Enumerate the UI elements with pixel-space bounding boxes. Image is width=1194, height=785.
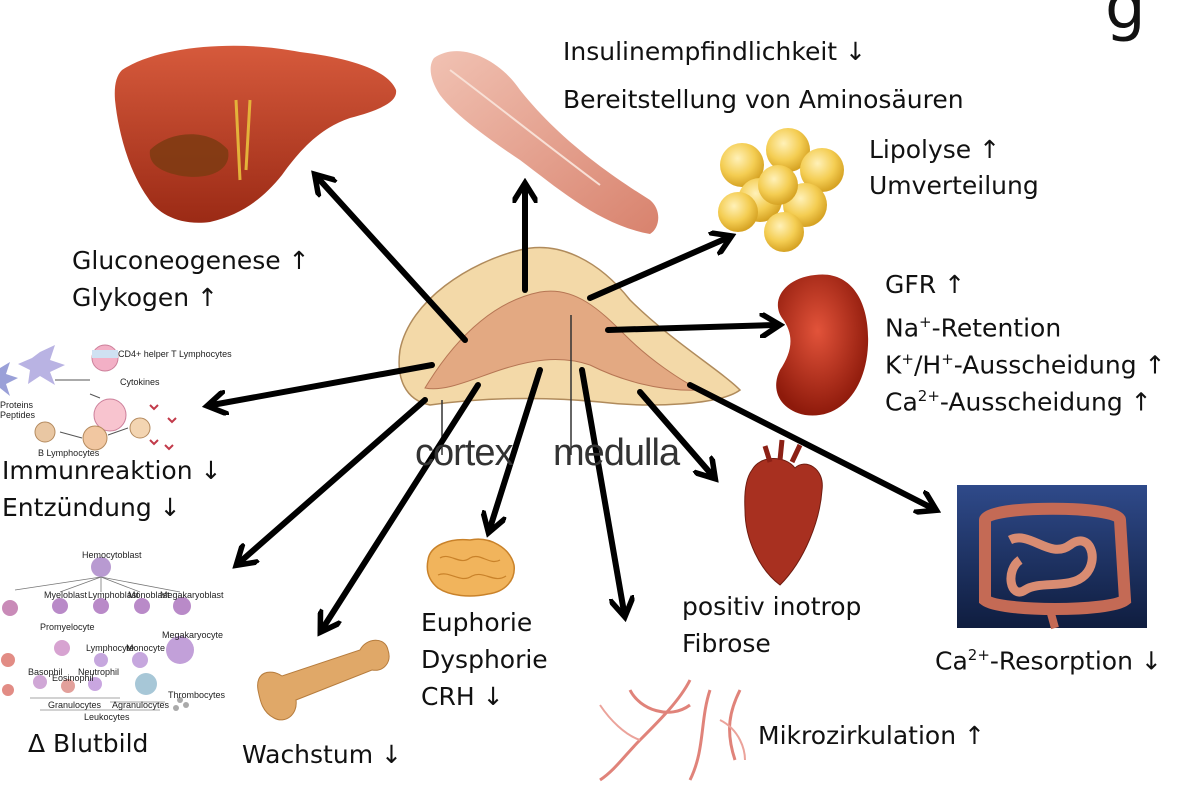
bone-icon xyxy=(257,639,390,721)
immune-text-blymph: B Lymphocytes xyxy=(38,448,100,458)
brain-icon xyxy=(426,538,515,597)
arrow-to-heart xyxy=(637,389,712,475)
bone-effect: Wachstum ↓ xyxy=(242,740,402,769)
arrow-to-vessels xyxy=(579,367,624,612)
fat-cells-icon xyxy=(718,128,844,252)
blood-text-megakaryoblast: Megakaryoblast xyxy=(160,590,224,600)
blood-text-megakaryocyte: Megakaryocyte xyxy=(162,630,224,640)
arrow-to-blood xyxy=(240,397,428,562)
arrow-to-fat xyxy=(587,238,727,301)
blood-text-thrombocytes: Thrombocytes xyxy=(168,690,226,700)
liver-icon xyxy=(114,45,397,223)
fat-effect-2: Umverteilung xyxy=(869,171,1039,200)
arrow-to-brain xyxy=(490,367,543,528)
blood-text-hemocytoblast: Hemocytoblast xyxy=(82,550,142,560)
immune-effect-1: Immunreaktion ↓ xyxy=(2,456,222,485)
brain-effect-1: Euphorie xyxy=(421,608,533,637)
heart-effect-1: positiv inotrop xyxy=(682,592,862,621)
arrow-to-bone xyxy=(323,382,481,628)
immune-diagram-icon xyxy=(0,344,177,451)
intestine-effect: Ca2+-Resorption ↓ xyxy=(935,646,1162,676)
kidney-effect-k-h: K+/H+-Ausscheidung ↑ xyxy=(885,350,1166,380)
blood-text-myeloblast: Myeloblast xyxy=(44,590,88,600)
immune-text-cytokines: Cytokines xyxy=(120,377,160,387)
blood-text-monoblast: Monoblast xyxy=(128,590,170,600)
blood-cell-diagram-icon xyxy=(1,557,194,711)
arrow-to-intestine xyxy=(687,382,932,508)
blood-text-eosinophil: Eosinophil xyxy=(52,673,94,683)
blood-text-lymphocyte: Lymphocyte xyxy=(86,643,135,653)
arrows-group xyxy=(212,178,932,628)
blood-text-agranulocytes: Agranulocytes xyxy=(112,700,170,710)
blood-text-granulocytes: Granulocytes xyxy=(48,700,102,710)
fat-effect-1: Lipolyse ↑ xyxy=(869,135,1001,164)
blood-effect: Δ Blutbild xyxy=(28,729,149,758)
blood-text-neutrophil: Neutrophil xyxy=(78,667,120,677)
kidney-icon xyxy=(776,274,869,416)
immune-text-cd4: CD4+ helper T Lymphocytes xyxy=(118,349,232,359)
microcirculation-icon xyxy=(599,679,746,782)
muscle-effect-2: Bereitstellung von Aminosäuren xyxy=(563,85,964,114)
brain-effect-3: CRH ↓ xyxy=(421,682,504,711)
liver-effect-2: Glykogen ↑ xyxy=(72,283,218,312)
intestine-icon xyxy=(957,485,1147,630)
blood-text-leukocytes: Leukocytes xyxy=(84,712,130,722)
immune-effect-2: Entzündung ↓ xyxy=(2,493,181,522)
cortex-label: cortex xyxy=(415,432,513,474)
blood-text-basophil: Basophil xyxy=(28,667,63,677)
microcirculation-effect: Mikrozirkulation ↑ xyxy=(758,721,985,750)
arrow-to-kidney xyxy=(605,325,775,330)
medulla-label: medulla xyxy=(553,432,680,474)
kidney-effect-gfr: GFR ↑ xyxy=(885,270,966,299)
blood-text-monocyte: Monocyte xyxy=(126,643,166,653)
muscle-icon xyxy=(430,51,659,234)
blood-text-promyelocyte: Promyelocyte xyxy=(40,622,95,632)
liver-effect-1: Gluconeogenese ↑ xyxy=(72,246,310,275)
arrow-to-immune xyxy=(212,362,435,405)
blood-text-lymphoblast: Lymphoblast xyxy=(88,590,139,600)
heart-icon xyxy=(744,439,823,586)
immune-text-peptides: Peptides xyxy=(0,410,36,420)
kidney-effect-na: Na+-Retention xyxy=(885,313,1062,343)
immune-text-proteins: Proteins xyxy=(0,400,34,410)
heart-effect-2: Fibrose xyxy=(682,629,771,658)
muscle-effect-1: Insulinempfindlichkeit ↓ xyxy=(563,37,866,66)
arrow-to-liver xyxy=(318,178,468,343)
title-fragment: g xyxy=(1105,0,1146,44)
brain-effect-2: Dysphorie xyxy=(421,645,548,674)
kidney-effect-ca: Ca2+-Ausscheidung ↑ xyxy=(885,387,1152,417)
